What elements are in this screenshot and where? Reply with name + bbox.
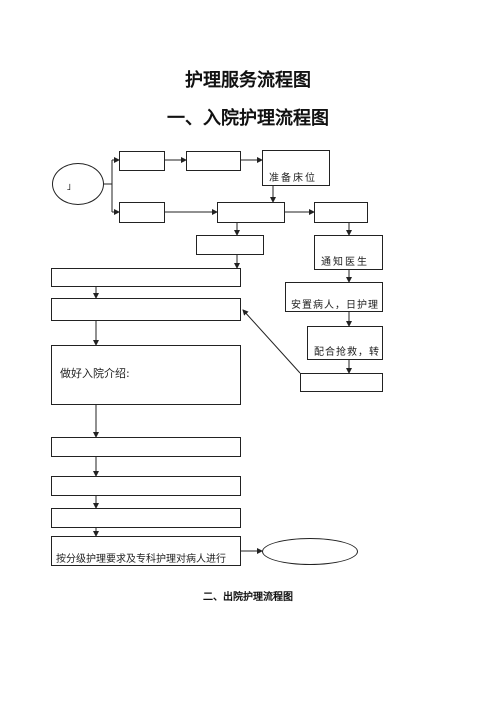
node-mid-1 — [119, 202, 165, 223]
section-1-title: 一、入院护理流程图 — [167, 108, 329, 129]
node-mid-2 — [217, 202, 285, 223]
node-intro-label: 做好入院介绍: — [60, 367, 130, 380]
node-graded-care: 按分级护理要求及专科护理对病人进行 — [51, 536, 241, 566]
start-node-label: 」 — [67, 182, 77, 192]
node-notify-doctor: 通知医生 — [314, 235, 383, 270]
node-right-bottom — [300, 373, 383, 392]
node-prepare-bed-label: 准备床位 — [269, 173, 317, 184]
node-escort-patient: 安置病人，日护理 — [285, 282, 383, 312]
node-left-a — [196, 235, 264, 255]
document-title: 护理服务流程图 — [185, 70, 311, 91]
node-assist-rescue: 配合抢救，转 — [307, 326, 383, 360]
node-assist-rescue-label: 配合抢救，转 — [314, 347, 380, 358]
node-mid-3 — [314, 202, 368, 223]
section-2-title: 二、出院护理流程图 — [203, 592, 293, 603]
node-escort-patient-label: 安置病人，日护理 — [291, 300, 379, 311]
node-wide-4 — [51, 476, 241, 496]
node-intro: 做好入院介绍: — [51, 345, 241, 405]
node-prepare-bed: 准备床位 — [262, 150, 330, 186]
node-wide-5 — [51, 508, 241, 528]
node-graded-care-label: 按分级护理要求及专科护理对病人进行 — [56, 554, 226, 565]
node-notify-doctor-label: 通知医生 — [321, 257, 369, 268]
node-wide-1 — [51, 268, 241, 287]
node-top-2 — [186, 151, 241, 171]
node-wide-3 — [51, 437, 241, 457]
node-wide-2 — [51, 298, 241, 321]
end-oval — [262, 538, 358, 565]
node-top-1 — [119, 151, 165, 171]
start-node: 」 — [52, 163, 104, 205]
arrow-feedback-to-wide2 — [242, 309, 301, 374]
